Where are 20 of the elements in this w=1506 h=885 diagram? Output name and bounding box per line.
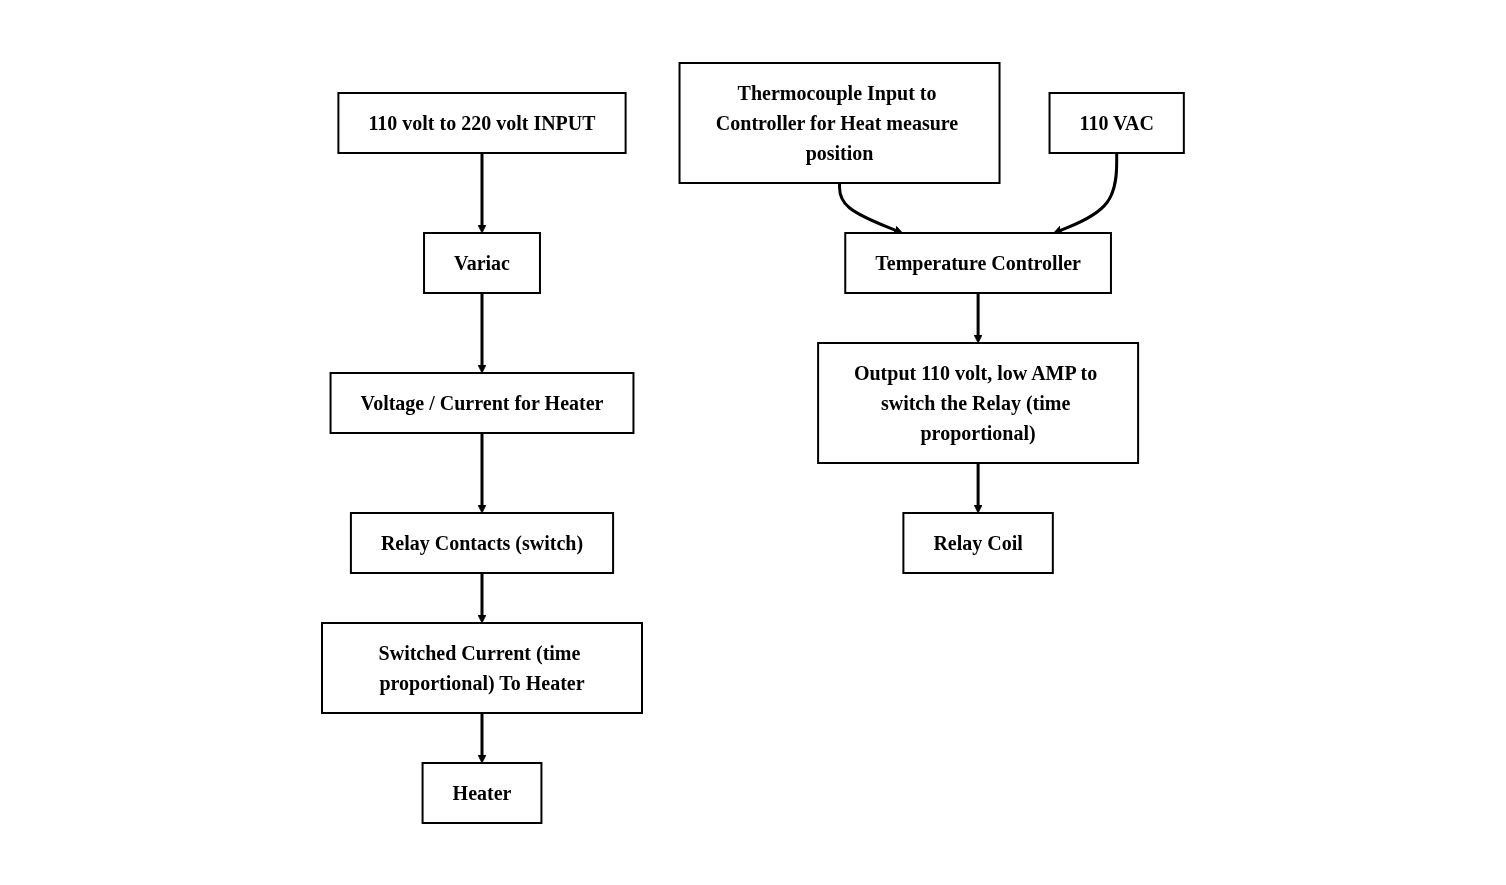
- node-box: Relay Contacts (switch): [350, 511, 615, 574]
- arrow: [477, 712, 487, 763]
- node-box: Thermocouple Input to Controller for Heat measure position: [678, 61, 1001, 184]
- arrow: [1053, 152, 1119, 234]
- node-box: Variac: [423, 231, 542, 294]
- node-box: 110 volt to 220 volt INPUT: [337, 91, 627, 154]
- node-box: Temperature Controller: [844, 231, 1113, 294]
- arrow: [838, 182, 903, 234]
- node-box: Output 110 volt, low AMP to switch the Relay (time proportional): [817, 341, 1140, 464]
- node-box: Voltage / Current for Heater: [329, 371, 635, 434]
- arrow: [477, 152, 487, 233]
- node-box: 110 VAC: [1048, 91, 1185, 154]
- arrow: [477, 572, 487, 623]
- arrow: [477, 292, 487, 373]
- node-box: Switched Current (time proportional) To Heater: [321, 621, 644, 714]
- arrow: [973, 292, 983, 343]
- arrow: [477, 432, 487, 513]
- arrow: [973, 462, 983, 513]
- node-box: Relay Coil: [902, 511, 1054, 574]
- node-box: Heater: [421, 761, 543, 824]
